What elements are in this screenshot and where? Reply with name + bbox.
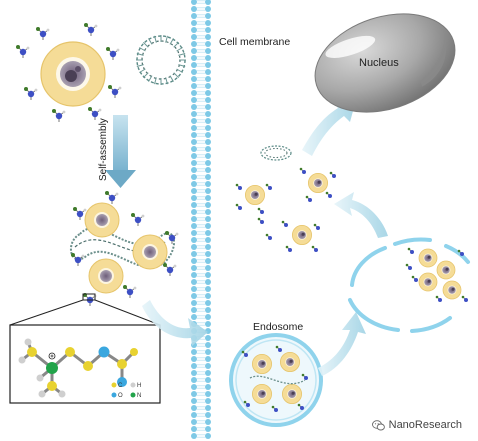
watermark-text: NanoResearch (388, 419, 462, 431)
nanoparticle-complex (70, 190, 179, 307)
element-legend: C H O N (111, 382, 141, 399)
arrow-to-nucleus-icon (302, 100, 356, 156)
self-assembly-label: Self-assembly (98, 118, 109, 181)
arrow-right-icon (142, 300, 208, 346)
released-nanoparticles (235, 167, 337, 253)
watermark: NanoResearch (371, 419, 462, 431)
wechat-icon (371, 419, 385, 430)
arrow-down-icon (105, 115, 136, 188)
legend-nitrogen: N (137, 393, 141, 399)
plasmid-dna (136, 35, 186, 85)
nanoparticle-large (15, 22, 122, 123)
nucleus (314, 13, 456, 113)
cell-membrane-label: Cell membrane (219, 36, 290, 48)
endosome-escape (348, 237, 470, 333)
nucleus-label: Nucleus (359, 57, 399, 69)
legend-carbon: C (118, 383, 123, 389)
legend-oxygen: O (118, 393, 123, 399)
molecule-structure (18, 338, 138, 398)
arrow-up-right-icon (318, 312, 366, 376)
endosome (229, 333, 323, 427)
legend-hydrogen: H (137, 383, 141, 389)
arrow-up-left-icon (334, 192, 388, 238)
endosome-label: Endosome (253, 321, 303, 333)
released-dna (260, 145, 292, 161)
cell-membrane (191, 0, 211, 439)
